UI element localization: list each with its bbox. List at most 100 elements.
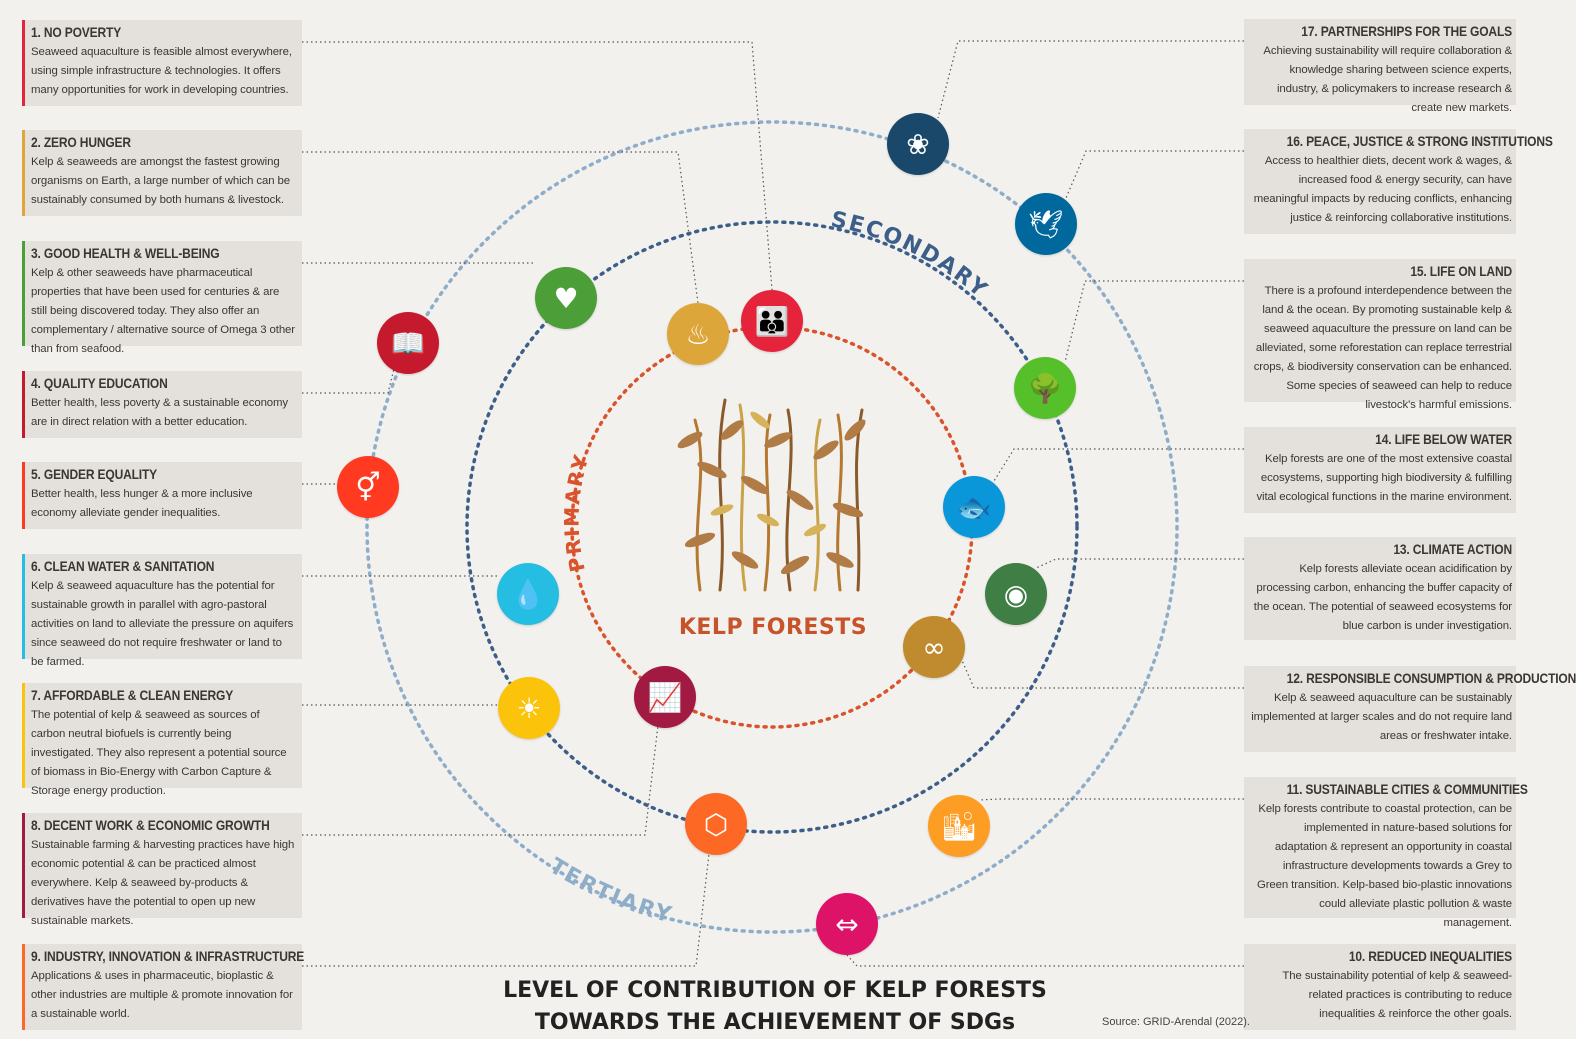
center-label: KELP FORESTS	[678, 615, 868, 640]
fish-icon: 🐟	[943, 476, 1005, 538]
goal-card-6: 6. CLEAN WATER & SANITATION Kelp & seawee…	[22, 554, 302, 668]
connector-goal-9	[302, 792, 717, 967]
main-title-line-1: LEVEL OF CONTRIBUTION OF KELP FORESTS	[503, 978, 1047, 1003]
goal-card-10: 10. REDUCED INEQUALITIES The sustainabili…	[1244, 944, 1516, 1030]
book-icon: 📖	[377, 312, 439, 374]
goal-description: Access to healthier diets, decent work &…	[1253, 155, 1512, 224]
goal-title: 14. LIFE BELOW WATER	[1375, 431, 1512, 447]
connector-goal-4	[302, 311, 409, 394]
icon-glyph: 📖	[390, 326, 426, 360]
goal-card-4: 4. QUALITY EDUCATION Better health, less …	[22, 371, 302, 438]
cubes-icon: ⬡	[685, 793, 747, 855]
goal-card-16: 16. PEACE, JUSTICE & STRONG INSTITUTIONS…	[1244, 129, 1553, 234]
goal-card-5: 5. GENDER EQUALITY Better health, less hu…	[22, 462, 302, 529]
tertiary-ring	[365, 120, 1179, 934]
goal-card-3: 3. GOOD HEALTH & WELL-BEING Kelp & other …	[22, 241, 302, 355]
equality-icon: ⇔	[816, 893, 878, 955]
connector-goal-15	[1064, 280, 1244, 363]
icon-glyph: 💧	[510, 577, 546, 611]
goal-title: 1. NO POVERTY	[31, 24, 122, 40]
connector-goal-13	[1035, 558, 1244, 569]
goal-card-9: 9. INDUSTRY, INNOVATION & INFRASTRUCTURE…	[22, 944, 305, 1030]
goal-description: Kelp & seaweed aquaculture has the poten…	[31, 580, 294, 668]
icon-glyph: ☀	[516, 691, 542, 725]
connector-goal-16	[1065, 150, 1244, 199]
connector-goal-10	[846, 954, 1244, 967]
icon-glyph: 🐟	[956, 490, 992, 524]
goal-title: 7. AFFORDABLE & CLEAN ENERGY	[31, 687, 234, 703]
icon-glyph: 🌳	[1027, 371, 1063, 405]
main-title: LEVEL OF CONTRIBUTION OF KELP FORESTS TO…	[460, 975, 1090, 1039]
goal-card-7: 7. AFFORDABLE & CLEAN ENERGY The potentia…	[22, 683, 302, 797]
goal-description: Seaweed aquaculture is feasible almost e…	[31, 46, 292, 96]
connector-goal-17	[937, 40, 1244, 119]
goal-title: 3. GOOD HEALTH & WELL-BEING	[31, 245, 220, 261]
goal-description: Applications & uses in pharmaceutic, bio…	[31, 970, 293, 1020]
ring-label-primary: PRIMARY	[559, 451, 593, 575]
icon-glyph: ♥	[553, 281, 579, 315]
goal-description: Kelp & seaweeds are amongst the fastest …	[31, 156, 291, 206]
icon-glyph: ⚥	[355, 470, 381, 504]
goal-title: 4. QUALITY EDUCATION	[31, 375, 168, 391]
secondary-ring	[465, 220, 1079, 834]
eye-globe-icon: ◉	[985, 563, 1047, 625]
connector-lines	[302, 40, 1244, 967]
connector-goal-2	[302, 151, 699, 304]
goal-title: 2. ZERO HUNGER	[31, 134, 131, 150]
main-title-line-2: TOWARDS THE ACHIEVEMENT OF SDGs	[534, 1010, 1016, 1035]
goal-title: 8. DECENT WORK & ECONOMIC GROWTH	[31, 817, 270, 833]
icon-glyph: ♨	[685, 317, 711, 351]
goal-card-14: 14. LIFE BELOW WATER Kelp forests are one…	[1244, 427, 1516, 513]
goal-card-2: 2. ZERO HUNGER Kelp & seaweeds are amongs…	[22, 130, 302, 216]
family-icon: 👪	[741, 290, 803, 352]
icon-glyph: ❀	[906, 127, 930, 161]
goal-description: The potential of kelp & seaweed as sourc…	[31, 709, 287, 797]
goal-title: 11. SUSTAINABLE CITIES & COMMUNITIES	[1286, 781, 1528, 797]
sun-icon: ☀	[498, 677, 560, 739]
goal-description: Kelp forests are one of the most extensi…	[1256, 453, 1512, 503]
goal-title: 12. RESPONSIBLE CONSUMPTION & PRODUCTION	[1286, 670, 1576, 686]
goal-title: 6. CLEAN WATER & SANITATION	[31, 558, 215, 574]
bowl-icon: ♨	[667, 303, 729, 365]
ring-label-secondary: SECONDARY	[829, 207, 993, 303]
goal-description: The sustainability potential of kelp & s…	[1282, 970, 1512, 1020]
goal-title: 17. PARTNERSHIPS FOR THE GOALS	[1301, 23, 1512, 39]
sdg-diagram: SECONDARY PRIMARY TERTIARY	[302, 40, 1244, 967]
goal-description: There is a profound interdependence betw…	[1253, 285, 1512, 411]
goal-description: Kelp & seaweed aquaculture can be sustai…	[1251, 692, 1512, 742]
goal-description: Kelp forests contribute to coastal prote…	[1256, 803, 1512, 929]
icon-glyph: ∞	[922, 630, 946, 664]
goal-card-8: 8. DECENT WORK & ECONOMIC GROWTH Sustaina…	[22, 813, 302, 927]
water-drop-icon: 💧	[497, 563, 559, 625]
goal-card-13: 13. CLIMATE ACTION Kelp forests alleviate…	[1244, 537, 1516, 640]
goal-title: 16. PEACE, JUSTICE & STRONG INSTITUTIONS	[1286, 133, 1553, 149]
icon-glyph: 📈	[647, 680, 683, 714]
tree-bird-icon: 🌳	[1014, 357, 1076, 419]
icon-glyph: ⬡	[703, 807, 729, 841]
goal-card-12: 12. RESPONSIBLE CONSUMPTION & PRODUCTION…	[1244, 666, 1576, 752]
icon-glyph: ◉	[1003, 577, 1029, 611]
goal-title: 10. REDUCED INEQUALITIES	[1348, 948, 1512, 964]
connector-goal-14	[993, 448, 1244, 482]
goal-title: 15. LIFE ON LAND	[1410, 263, 1512, 279]
gender-icon: ⚥	[337, 456, 399, 518]
goal-title: 5. GENDER EQUALITY	[31, 466, 158, 482]
icon-glyph: 🏙	[941, 809, 977, 843]
kelp-illustration	[677, 398, 866, 592]
city-icon: 🏙	[928, 795, 990, 857]
goal-description: Better health, less poverty & a sustaina…	[31, 397, 289, 428]
goal-card-11: 11. SUSTAINABLE CITIES & COMMUNITIES Kelp…	[1244, 777, 1528, 929]
goal-description: Sustainable farming & harvesting practic…	[31, 839, 295, 927]
goal-title: 13. CLIMATE ACTION	[1393, 541, 1512, 557]
goal-description: Kelp & other seaweeds have pharmaceutica…	[31, 267, 295, 355]
goal-description: Better health, less hunger & a more incl…	[31, 488, 253, 519]
infinity-icon: ∞	[903, 616, 965, 678]
connector-goal-11	[978, 798, 1244, 801]
goal-card-15: 15. LIFE ON LAND There is a profound inte…	[1244, 259, 1516, 411]
icon-glyph: ⇔	[835, 907, 859, 941]
goal-title: 9. INDUSTRY, INNOVATION & INFRASTRUCTURE	[31, 948, 305, 964]
goal-description: Kelp forests alleviate ocean acidificati…	[1253, 563, 1512, 632]
growth-chart-icon: 📈	[634, 666, 696, 728]
ring-label-tertiary: TERTIARY	[545, 854, 676, 929]
heartbeat-icon: ♥	[535, 267, 597, 329]
